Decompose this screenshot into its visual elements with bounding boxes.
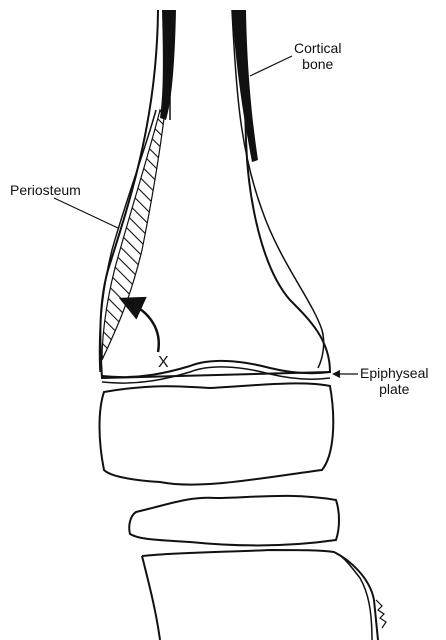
epiphysis [100, 383, 334, 484]
epiphyseal-label-line-2: plate [360, 381, 429, 397]
periosteum-label: Periosteum [10, 182, 81, 198]
cortical-label-line-2: bone [294, 56, 341, 72]
cortical-bone-leader [250, 56, 292, 76]
epiphyseal-plate-label: Epiphyseal plate [360, 365, 429, 397]
tibial-epiphysis [129, 496, 339, 546]
hatched-new-bone [102, 110, 164, 360]
left-cortical-wall [160, 10, 176, 120]
epiphyseal-plate-arrowhead [332, 370, 340, 378]
signature-scribble [376, 600, 386, 628]
periosteum-text: Periosteum [10, 182, 81, 198]
epiphyseal-label-line-1: Epiphyseal [360, 365, 429, 381]
cortical-bone-label: Cortical bone [294, 40, 341, 72]
curved-arrow [128, 302, 159, 352]
tibia-metaphysis [142, 550, 378, 640]
x-marker: X [158, 354, 169, 372]
cortical-label-line-1: Cortical [294, 40, 341, 56]
periosteum-leader [54, 198, 118, 228]
